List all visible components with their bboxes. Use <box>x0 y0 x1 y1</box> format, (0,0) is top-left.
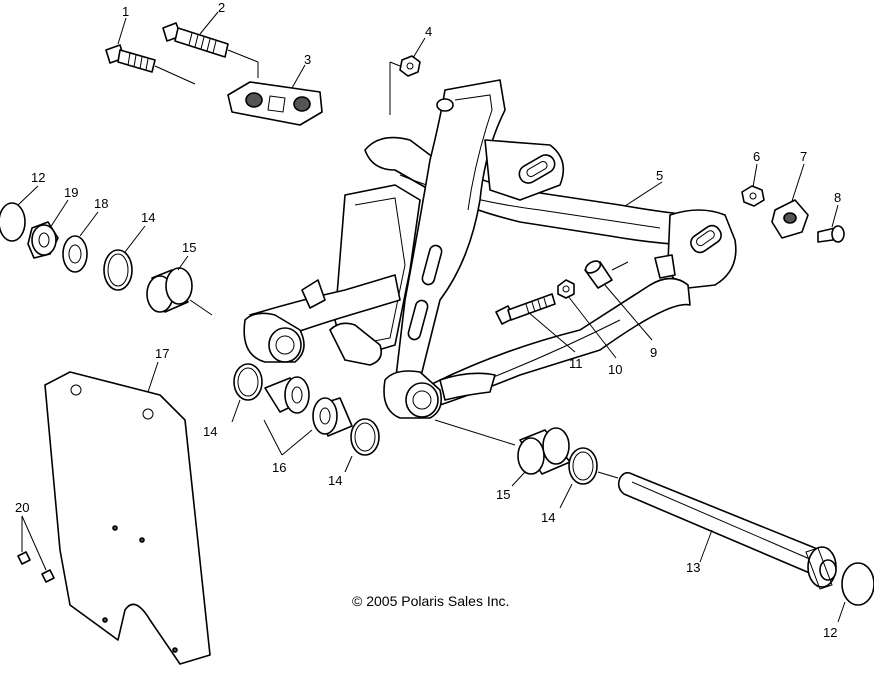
bushing-part-19 <box>27 221 59 259</box>
end-cap-part-12-left <box>0 202 26 242</box>
callout-17: 17 <box>155 346 169 361</box>
sleeve-part-15-right <box>434 419 571 475</box>
nut-part-10 <box>557 279 575 299</box>
screw-part-8 <box>817 225 845 243</box>
callout-14-right: 14 <box>541 510 555 525</box>
flanged-bushing-part-16 <box>264 376 353 437</box>
callout-10: 10 <box>608 362 622 377</box>
callout-3: 3 <box>304 52 311 67</box>
pivot-shaft-part-13 <box>617 471 837 590</box>
swing-arm <box>243 79 737 419</box>
callout-4: 4 <box>425 24 432 39</box>
callout-20: 20 <box>15 500 29 515</box>
callout-11: 11 <box>569 356 583 371</box>
callout-15-left: 15 <box>182 240 196 255</box>
callout-8: 8 <box>834 190 841 205</box>
o-ring-part-14-mid-left <box>233 363 263 401</box>
callout-16: 16 <box>272 460 286 475</box>
clip-part-7 <box>771 199 809 239</box>
o-ring-part-14-upper-left <box>103 249 133 291</box>
callout-14-mid: 14 <box>328 473 342 488</box>
callout-7: 7 <box>800 149 807 164</box>
callout-14-upper-left: 14 <box>141 210 155 225</box>
copyright-notice: © 2005 Polaris Sales Inc. <box>352 593 509 609</box>
callout-19: 19 <box>64 185 78 200</box>
callout-13: 13 <box>686 560 700 575</box>
callout-5: 5 <box>656 168 663 183</box>
bolt-part-2 <box>162 22 259 78</box>
callout-14-mid-left: 14 <box>203 424 217 439</box>
callout-9: 9 <box>650 345 657 360</box>
callout-12-left: 12 <box>31 170 45 185</box>
callout-2: 2 <box>218 0 225 15</box>
bolt-part-11 <box>495 293 556 325</box>
clamp-part-3 <box>227 81 323 126</box>
nut-part-6 <box>741 185 765 207</box>
callout-18: 18 <box>94 196 108 211</box>
end-cap-part-12-right <box>841 562 874 606</box>
callout-1: 1 <box>122 4 129 19</box>
bolt-part-1 <box>105 44 196 85</box>
spacer-part-9 <box>584 260 629 289</box>
callout-labels: 1 2 3 4 5 6 7 8 9 10 11 12 12 13 14 14 1… <box>15 0 841 640</box>
o-ring-part-14-mid <box>350 418 380 456</box>
callout-6: 6 <box>753 149 760 164</box>
callout-15-right: 15 <box>496 487 510 502</box>
nut-part-4 <box>389 55 421 115</box>
washer-part-18 <box>62 235 88 273</box>
leader-lines <box>17 11 846 623</box>
callout-12-right: 12 <box>823 625 837 640</box>
skid-plate-part-17 <box>44 371 211 665</box>
rivets-part-20 <box>17 551 55 583</box>
sleeve-part-15-left <box>146 267 213 316</box>
o-ring-part-14-right <box>568 447 619 485</box>
